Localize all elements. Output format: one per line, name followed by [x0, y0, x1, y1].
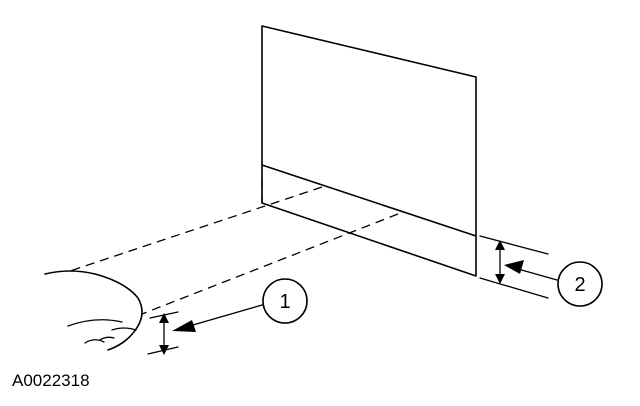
callout-1: 1 — [172, 278, 308, 332]
callout-2-label: 2 — [574, 274, 585, 296]
arrow-head-2 — [504, 260, 524, 274]
figure-id: A0022318 — [12, 371, 90, 390]
screen-panel — [261, 25, 477, 277]
hand-outline — [44, 270, 143, 351]
projection-lines — [69, 178, 399, 315]
callout-2: 2 — [504, 260, 603, 307]
dimension-1 — [147, 311, 179, 355]
dimension-2 — [479, 235, 549, 299]
arrow-head-1 — [172, 320, 196, 332]
callout-1-label: 1 — [279, 291, 290, 313]
